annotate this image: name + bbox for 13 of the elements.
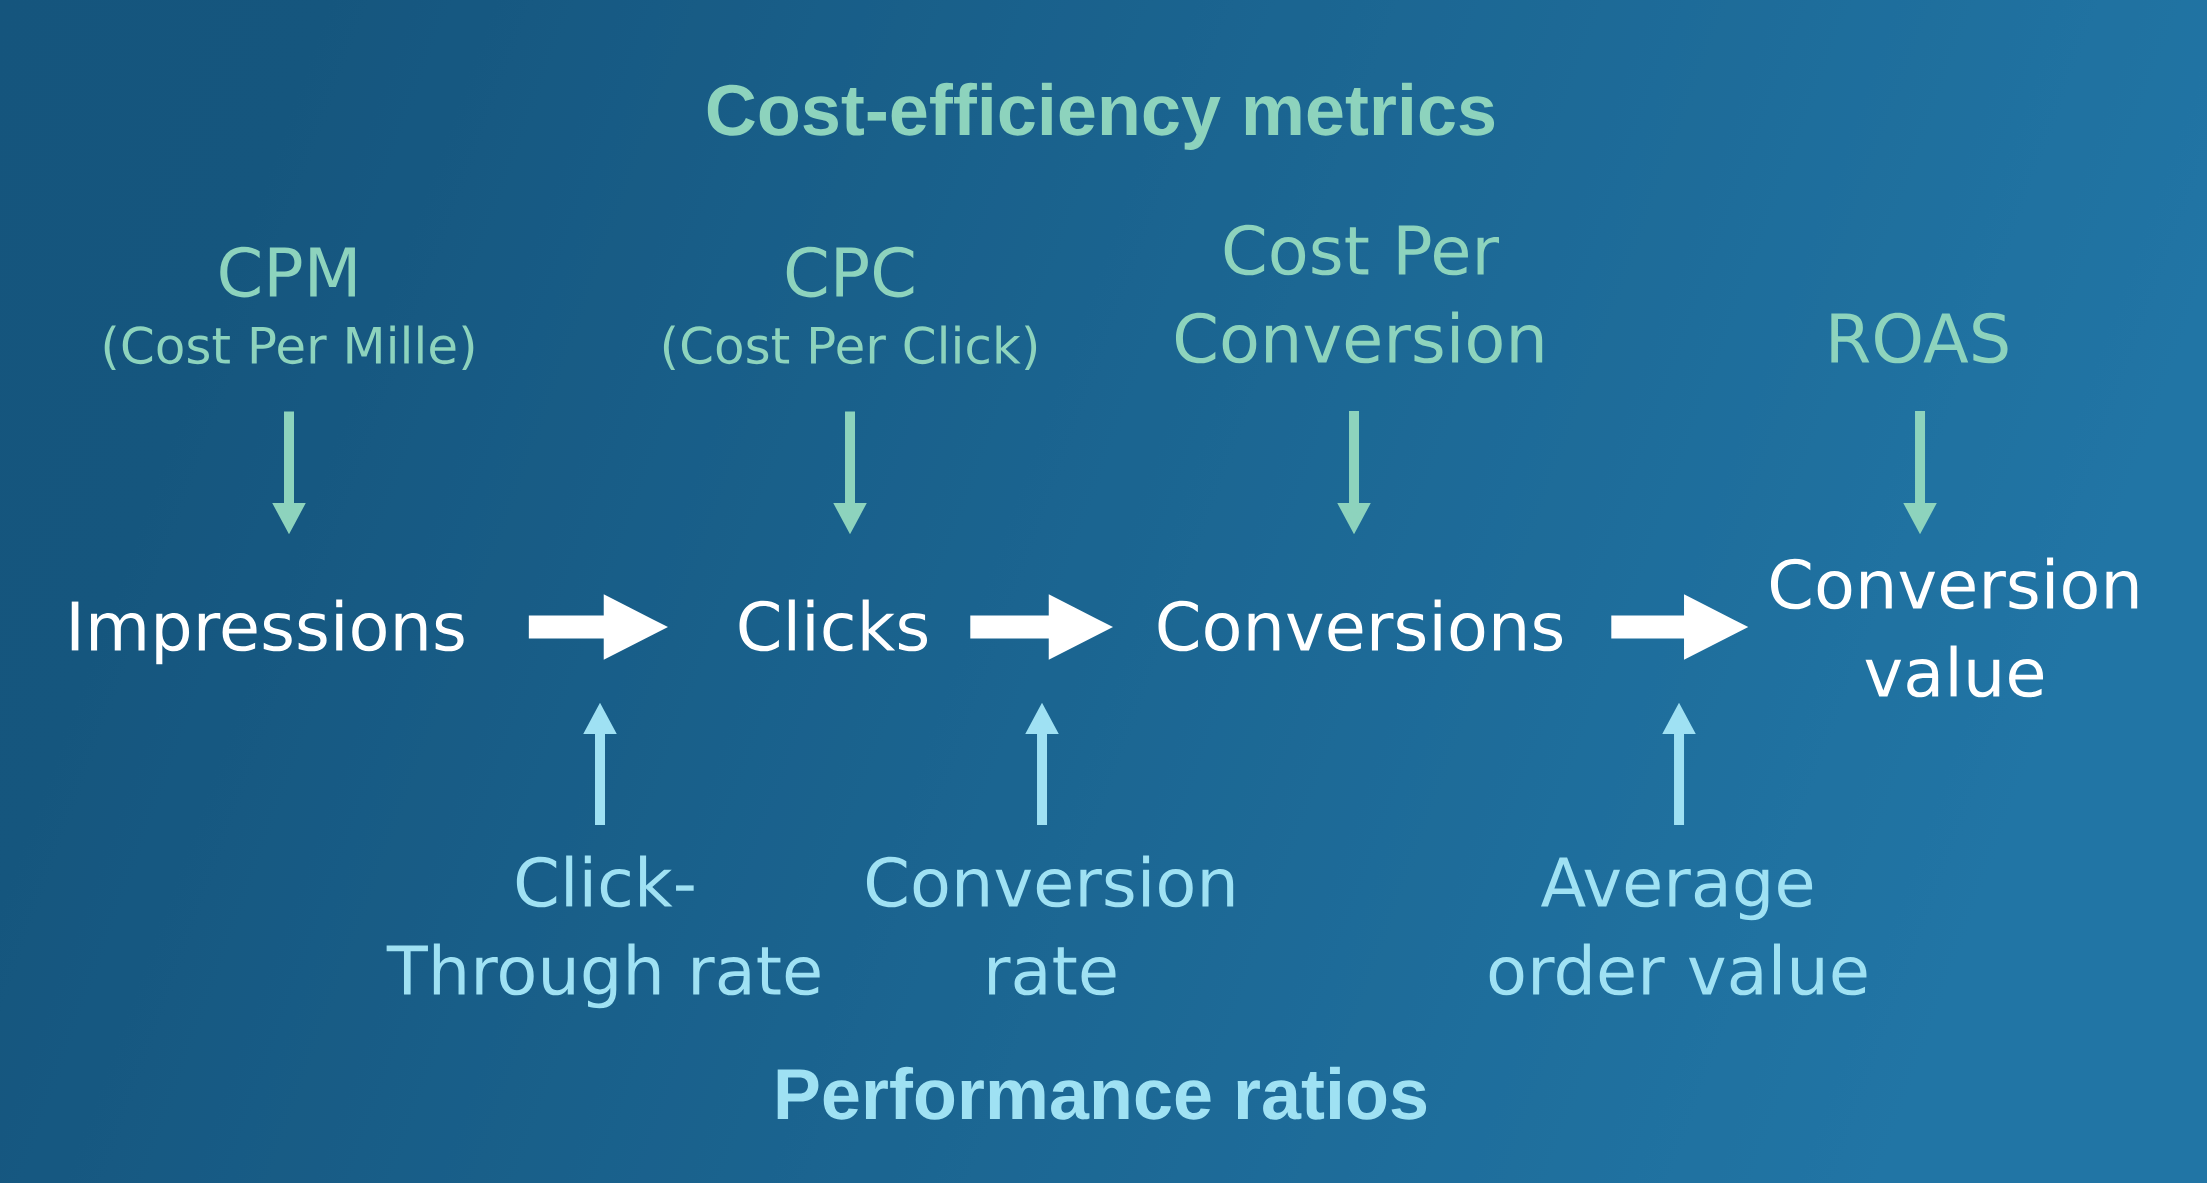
stage-label: Conversion value bbox=[1770, 557, 2138, 698]
stage-label: Conversions bbox=[1158, 599, 1563, 652]
stage-label: Clicks bbox=[739, 599, 928, 652]
metric-label: ROAS bbox=[1831, 312, 2008, 364]
heading: Cost-efficiency metrics bbox=[707, 82, 1495, 150]
ratio-label: Click-Through rate bbox=[386, 855, 820, 1009]
metric-label: CPM (Cost Per Mille) bbox=[104, 246, 474, 371]
ratio-label: Average order value bbox=[1489, 857, 1867, 996]
ratio-label: Conversion rate bbox=[866, 855, 1234, 996]
heading: Performance ratios bbox=[777, 1066, 1427, 1120]
metric-label: CPC (Cost Per Click) bbox=[663, 246, 1037, 371]
metric-label: Cost Per Conversion bbox=[1175, 224, 1543, 364]
stage-label: Impressions bbox=[71, 599, 464, 665]
